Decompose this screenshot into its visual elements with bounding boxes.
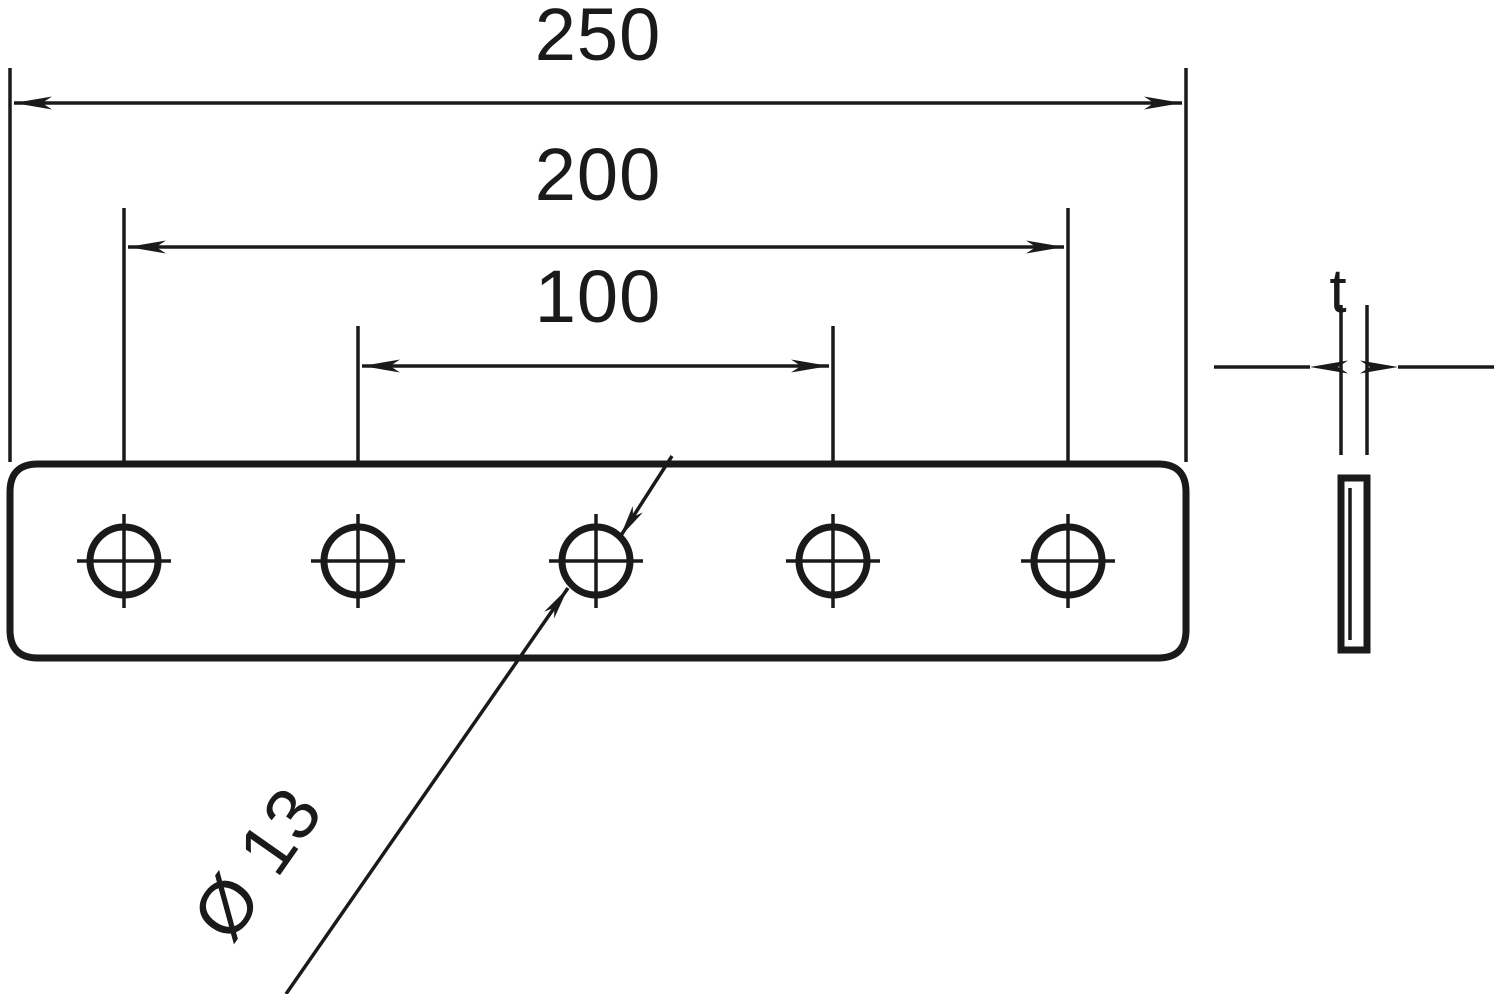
leader-upper [618,455,674,538]
side-view [1337,474,1371,654]
dimension-lines [14,96,1182,373]
dimension-label-250: 250 [535,0,661,76]
extension-lines [8,68,1188,470]
thickness-dimension [1214,305,1494,455]
dimension-label-thickness: t [1329,257,1346,326]
dimension-label-100: 100 [535,255,661,338]
front-view [6,460,1190,662]
leader-lower [284,587,570,994]
hole-group [77,514,1115,608]
hole-diameter-leader [284,455,674,994]
dimension-label-200: 200 [535,133,661,216]
dimension-label-hole-diameter: Ø 13 [176,772,338,954]
side-profile-outline [1337,474,1371,654]
